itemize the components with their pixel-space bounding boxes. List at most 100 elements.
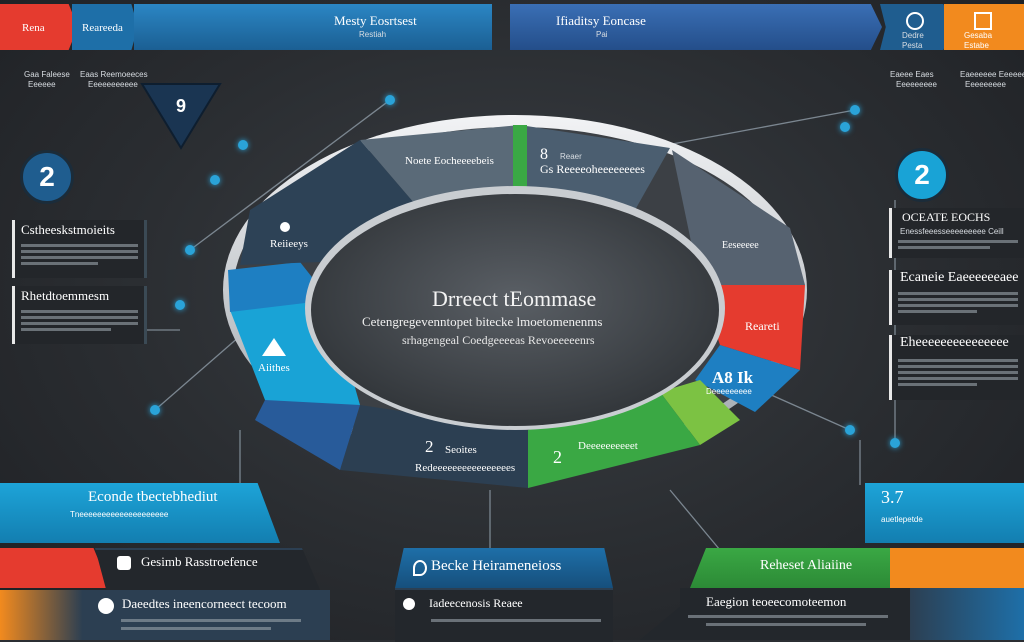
node-dot: [150, 405, 160, 415]
left-panel-1[interactable]: Cstheeskstmoieits: [12, 220, 147, 278]
right-panel-2[interactable]: Ecaneie Eaeeeeeeaee: [889, 270, 1024, 325]
bottom-right-text-panel[interactable]: Eaegion teoeecomoteemon: [680, 588, 910, 640]
node-dot: [840, 122, 850, 132]
right-panel-1[interactable]: OCEATE EOCHS Enessfeeesseeeeeeeee Ceill: [889, 208, 1024, 258]
chart-icon: [974, 12, 992, 30]
seg-right-mid-sub: Deeeeeeeee: [706, 387, 752, 396]
right-panel-1-title: OCEATE EOCHS: [902, 210, 991, 224]
bottom-center-title: Becke Heirameneioss: [431, 558, 562, 574]
top-icon-tab-2[interactable]: Gesaba Estabe: [944, 4, 1024, 50]
right-panel-1-sub: Enessfeeesseeeeeeeee Ceill: [900, 227, 1004, 236]
top-center-title: Mesty Eosrtsest: [334, 13, 417, 28]
right-label-b2: Eeeeeeeee: [965, 80, 1006, 89]
node-dot: [845, 425, 855, 435]
bottom-right-orange-title: Eaegion teoeecomoteemon: [706, 594, 847, 609]
seg-green-num: 2: [553, 447, 562, 467]
seg-bottom-num: 2: [425, 437, 434, 456]
top-left-blue-tab[interactable]: Reareeda: [72, 4, 138, 50]
seg-green-text: Deeeeeeeeeet: [578, 440, 638, 452]
bottom-right-orange-strip: [890, 548, 1024, 588]
badge-right: 2: [895, 148, 949, 202]
bottom-left-cyan-panel[interactable]: Econde tbectebhediut Tneeeeeeeeeeeeeeeee…: [0, 483, 280, 543]
bottom-right-blue-sub: auetlepetde: [881, 515, 923, 524]
segment-lime[interactable]: [660, 380, 740, 445]
node-dot: [385, 95, 395, 105]
segment-green[interactable]: [528, 392, 700, 488]
seg-left-top-label: Reiieeys: [270, 238, 308, 250]
right-label-a2: Eeeeeeeee: [896, 80, 937, 89]
top-icon2-label: Gesaba: [964, 31, 993, 40]
left-panel-1-title: Cstheeskstmoieits: [21, 222, 115, 237]
left-label-a2: Eeeeee: [28, 80, 56, 89]
right-label-b1: Eaeeeeee Eeeeeee: [960, 70, 1024, 79]
top-left-blue-label: Reareeda: [82, 22, 123, 34]
top-right-sub: Pai: [596, 30, 608, 39]
top-icon2-sub: Estabe: [964, 41, 989, 50]
ring-center: [311, 194, 719, 426]
node-dot: [238, 140, 248, 150]
left-label-b1: Eaas Reemoeeces: [80, 70, 148, 79]
node-dot: [175, 300, 185, 310]
segment-red[interactable]: [700, 285, 805, 370]
ring-center-line2: srhagengeal Coedgeeeeas Revoeeeeenrs: [402, 333, 595, 347]
seg-top-label: Noete Eocheeeebeis: [405, 155, 494, 167]
triangle-marker: 9: [140, 83, 222, 150]
bottom-left-red-strip: [0, 548, 110, 588]
bottom-left-dark-title: Gesimb Rasstroefence: [141, 554, 258, 569]
right-panel-3[interactable]: Eheeeeeeeeeeeeeee: [889, 335, 1024, 400]
badge-right-number: 2: [914, 159, 930, 190]
node-dot: [890, 438, 900, 448]
seg-bottom-a: Seoites: [445, 444, 477, 456]
badge-left-number: 2: [39, 161, 55, 192]
target-icon: [906, 12, 924, 30]
svg-text:9: 9: [176, 96, 186, 116]
bottom-right-green-title: Reheset Aliaiine: [760, 558, 853, 573]
bottom-center-bottom-panel[interactable]: Iadeecenosis Reaee: [395, 588, 613, 642]
location-icon: [413, 560, 427, 576]
seg-top2-b: Gs Reeeeoheeeeeeees: [540, 162, 645, 176]
bottom-left-orange-panel[interactable]: Daeedtes ineencorneect tecoom: [0, 590, 330, 640]
seg-right-mid-num: A8 Ik: [712, 368, 754, 387]
bottom-right-blue-num: 3.7: [881, 487, 904, 507]
seg-top2-num: 8: [540, 146, 548, 163]
bottom-right-corner-strip: [910, 588, 1024, 640]
left-label-b2: Eeeeeeeeeee: [88, 80, 138, 89]
seg-left-mid-label: Aiithes: [258, 362, 290, 374]
top-icon1-label: Dedre: [902, 31, 924, 40]
badge-left: 2: [20, 150, 74, 204]
bottom-left-dark-panel[interactable]: Gesimb Rasstroefence: [95, 548, 320, 590]
seg-top2-a: Reaer: [560, 152, 582, 161]
seg-right-top-label: Eeseeeee: [722, 240, 759, 251]
right-label-a1: Eaeee Eaes: [890, 70, 934, 79]
segment-right-mid[interactable]: [695, 345, 800, 412]
top-left-red-label: Rena: [22, 22, 45, 34]
bottom-right-green-panel[interactable]: Reheset Aliaiine: [690, 548, 890, 588]
seg-red-label: Reareti: [745, 319, 780, 333]
left-label-a1: Gaa Faleese: [24, 70, 70, 79]
top-right-banner[interactable]: Ifiaditsy Eoncase Pai: [510, 4, 882, 50]
right-panel-3-title: Eheeeeeeeeeeeeeee: [900, 335, 1009, 350]
node-dot: [210, 175, 220, 185]
user-icon: [98, 598, 114, 614]
top-icon-tab-1[interactable]: Dedre Pesta: [880, 4, 952, 50]
top-right-title: Ifiaditsy Eoncase: [556, 13, 646, 28]
mountain-icon: [262, 338, 286, 356]
seg-bottom-b: Redeeeeeeeeeeeeeeees: [415, 462, 516, 474]
segment-left-top[interactable]: [240, 140, 420, 265]
top-center-banner[interactable]: Mesty Eosrtsest Restiah: [134, 4, 492, 50]
segment-right-top[interactable]: [672, 150, 805, 285]
bottom-center-top-panel[interactable]: Becke Heirameneioss: [395, 548, 613, 588]
node-dot: [850, 105, 860, 115]
users-icon: [403, 598, 415, 610]
bottom-center-sub: Iadeecenosis Reaee: [429, 596, 523, 610]
left-panel-2-title: Rhetdtoemmesm: [21, 288, 110, 303]
top-icon1-sub: Pesta: [902, 41, 923, 50]
top-left-red-tab[interactable]: Rena: [0, 4, 78, 50]
left-panel-2[interactable]: Rhetdtoemmesm: [12, 286, 147, 344]
segment-left-blue[interactable]: [228, 262, 330, 312]
bottom-left-cyan-sub: Tneeeeeeeeeeeeeeeeeeee: [70, 510, 169, 519]
home-icon: [280, 222, 290, 232]
bottom-right-blue-panel[interactable]: 3.7 auetlepetde: [865, 483, 1024, 543]
bottom-left-orange-title: Daeedtes ineencorneect tecoom: [122, 596, 287, 611]
